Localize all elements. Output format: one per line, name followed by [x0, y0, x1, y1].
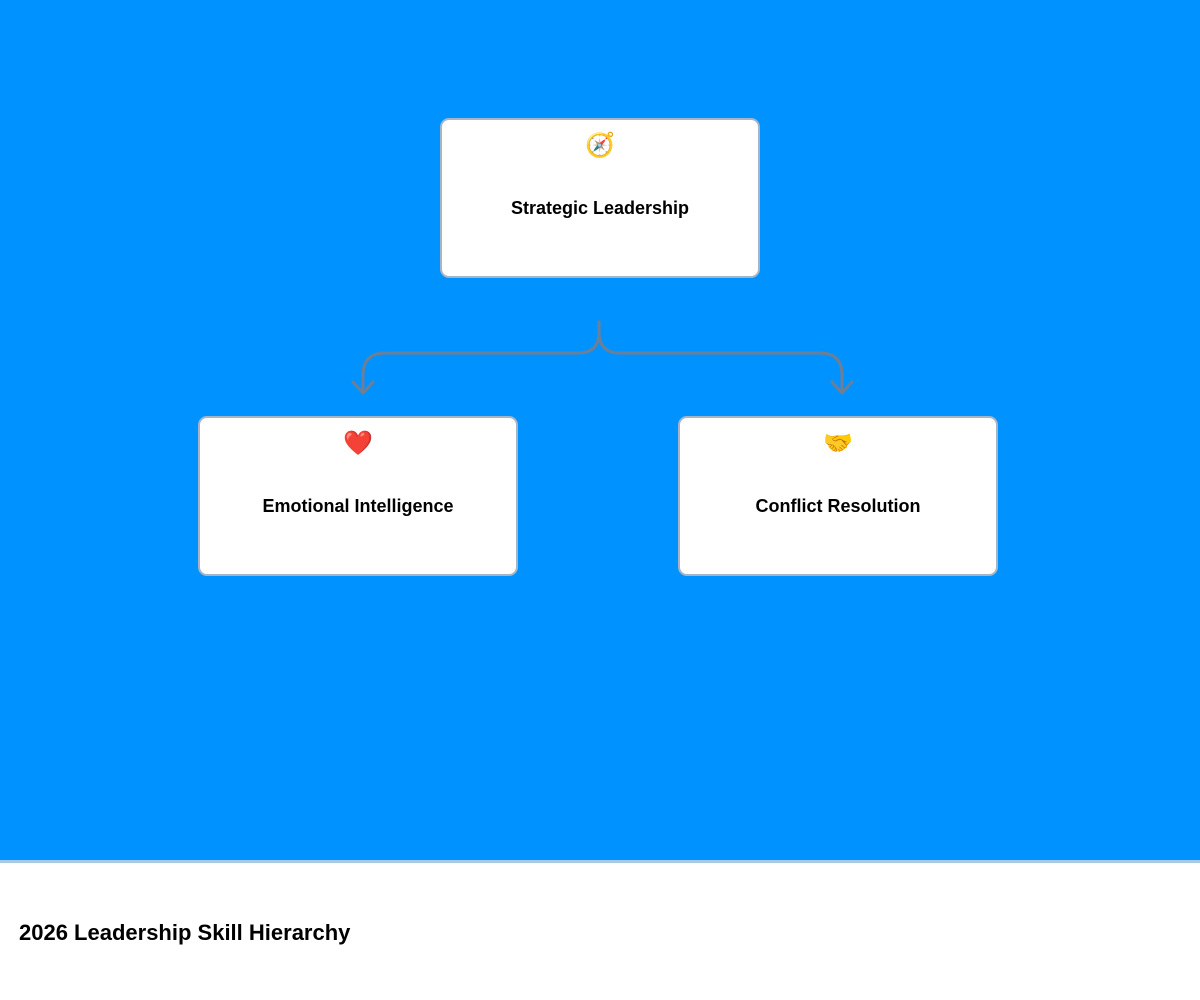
arrowhead-left: [351, 380, 375, 395]
footer-divider: [0, 860, 1200, 863]
node-label: Emotional Intelligence: [262, 496, 454, 516]
connector-root-to-left: [361, 320, 601, 395]
footer: 2026 Leadership Skill Hierarchy: [0, 863, 1200, 1000]
node-conflict-resolution[interactable]: 🤝 Conflict Resolution: [678, 416, 998, 576]
node-strategic-leadership[interactable]: 🧭 Strategic Leadership: [440, 118, 760, 278]
compass-icon: 🧭: [585, 131, 615, 159]
node-label: Strategic Leadership: [510, 198, 690, 218]
connector-lines: [351, 320, 854, 395]
handshake-icon: 🤝: [823, 429, 853, 457]
node-label: Conflict Resolution: [755, 496, 921, 516]
connector-root-to-right: [597, 320, 844, 395]
diagram-canvas: 🧭 Strategic Leadership ❤️ Emotional Inte…: [0, 0, 1200, 860]
arrowhead-right: [830, 380, 854, 395]
node-emotional-intelligence[interactable]: ❤️ Emotional Intelligence: [198, 416, 518, 576]
heart-icon: ❤️: [343, 429, 373, 457]
page-title: 2026 Leadership Skill Hierarchy: [19, 920, 351, 945]
